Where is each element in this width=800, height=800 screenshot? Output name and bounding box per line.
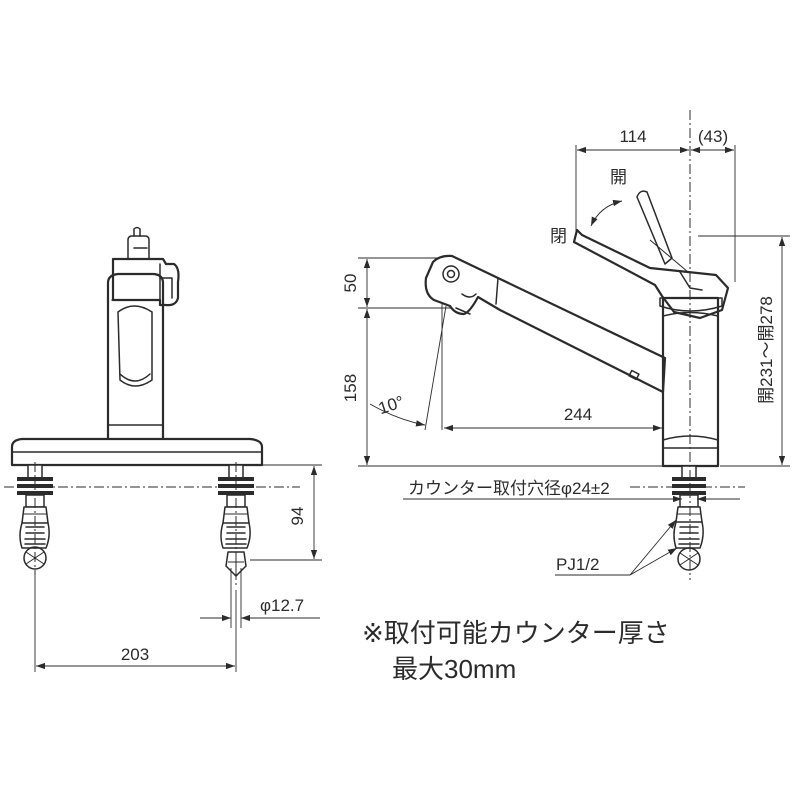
installation-note: ※取付可能カウンター厚さ 最大30mm <box>362 618 670 684</box>
label-158: 158 <box>341 374 360 402</box>
front-base-plate <box>10 437 264 467</box>
label-50: 50 <box>341 274 360 293</box>
label-height-range: 開231～開278 <box>757 296 776 404</box>
note-line-1: ※取付可能カウンター厚さ <box>362 618 670 648</box>
label-94: 94 <box>288 507 307 526</box>
side-view: 114 (43) 開231～開278 50 158 <box>341 110 790 580</box>
dim-spout-head-height: 50 <box>341 257 452 309</box>
side-supply-fitting <box>672 465 706 571</box>
label-phi-12-7: φ12.7 <box>260 596 304 615</box>
label-closed: 閉 <box>550 227 567 246</box>
dim-spout-reach: 114 <box>575 127 689 232</box>
label-203: 203 <box>121 645 149 664</box>
side-spout <box>424 254 667 394</box>
open-close-arrow <box>590 199 623 227</box>
side-lever-open <box>636 190 673 265</box>
front-faucet-body <box>106 272 165 439</box>
thread-callout: PJ1/2 <box>555 519 678 576</box>
dim-lever-offset: (43) <box>691 127 736 282</box>
label-thread: PJ1/2 <box>556 555 599 574</box>
dim-height-range: 開231～開278 <box>698 235 790 467</box>
front-lever-head <box>111 257 180 307</box>
dim-hose-diameter: φ12.7 <box>200 568 320 628</box>
dim-tilt-angle: 10° <box>369 302 447 431</box>
dim-spout-length: 244 <box>444 405 662 432</box>
label-10-degrees: 10° <box>376 392 406 418</box>
label-counter-hole: カウンター取付穴径φ24±2 <box>408 479 610 498</box>
label-114: 114 <box>619 127 646 146</box>
dim-mounting-depth: 94 <box>250 464 322 561</box>
label-open: 開 <box>610 168 627 187</box>
label-244: 244 <box>564 405 592 424</box>
label-43: (43) <box>698 127 728 146</box>
front-view: 94 φ12.7 203 <box>4 226 322 672</box>
counter-hole-callout: カウンター取付穴径φ24±2 <box>403 479 740 503</box>
dim-spout-height: 158 <box>341 309 663 467</box>
side-lever <box>572 228 730 320</box>
dim-mount-spacing: 203 <box>34 570 237 672</box>
front-lever-stub <box>127 235 150 260</box>
note-line-2: 最大30mm <box>392 654 516 684</box>
